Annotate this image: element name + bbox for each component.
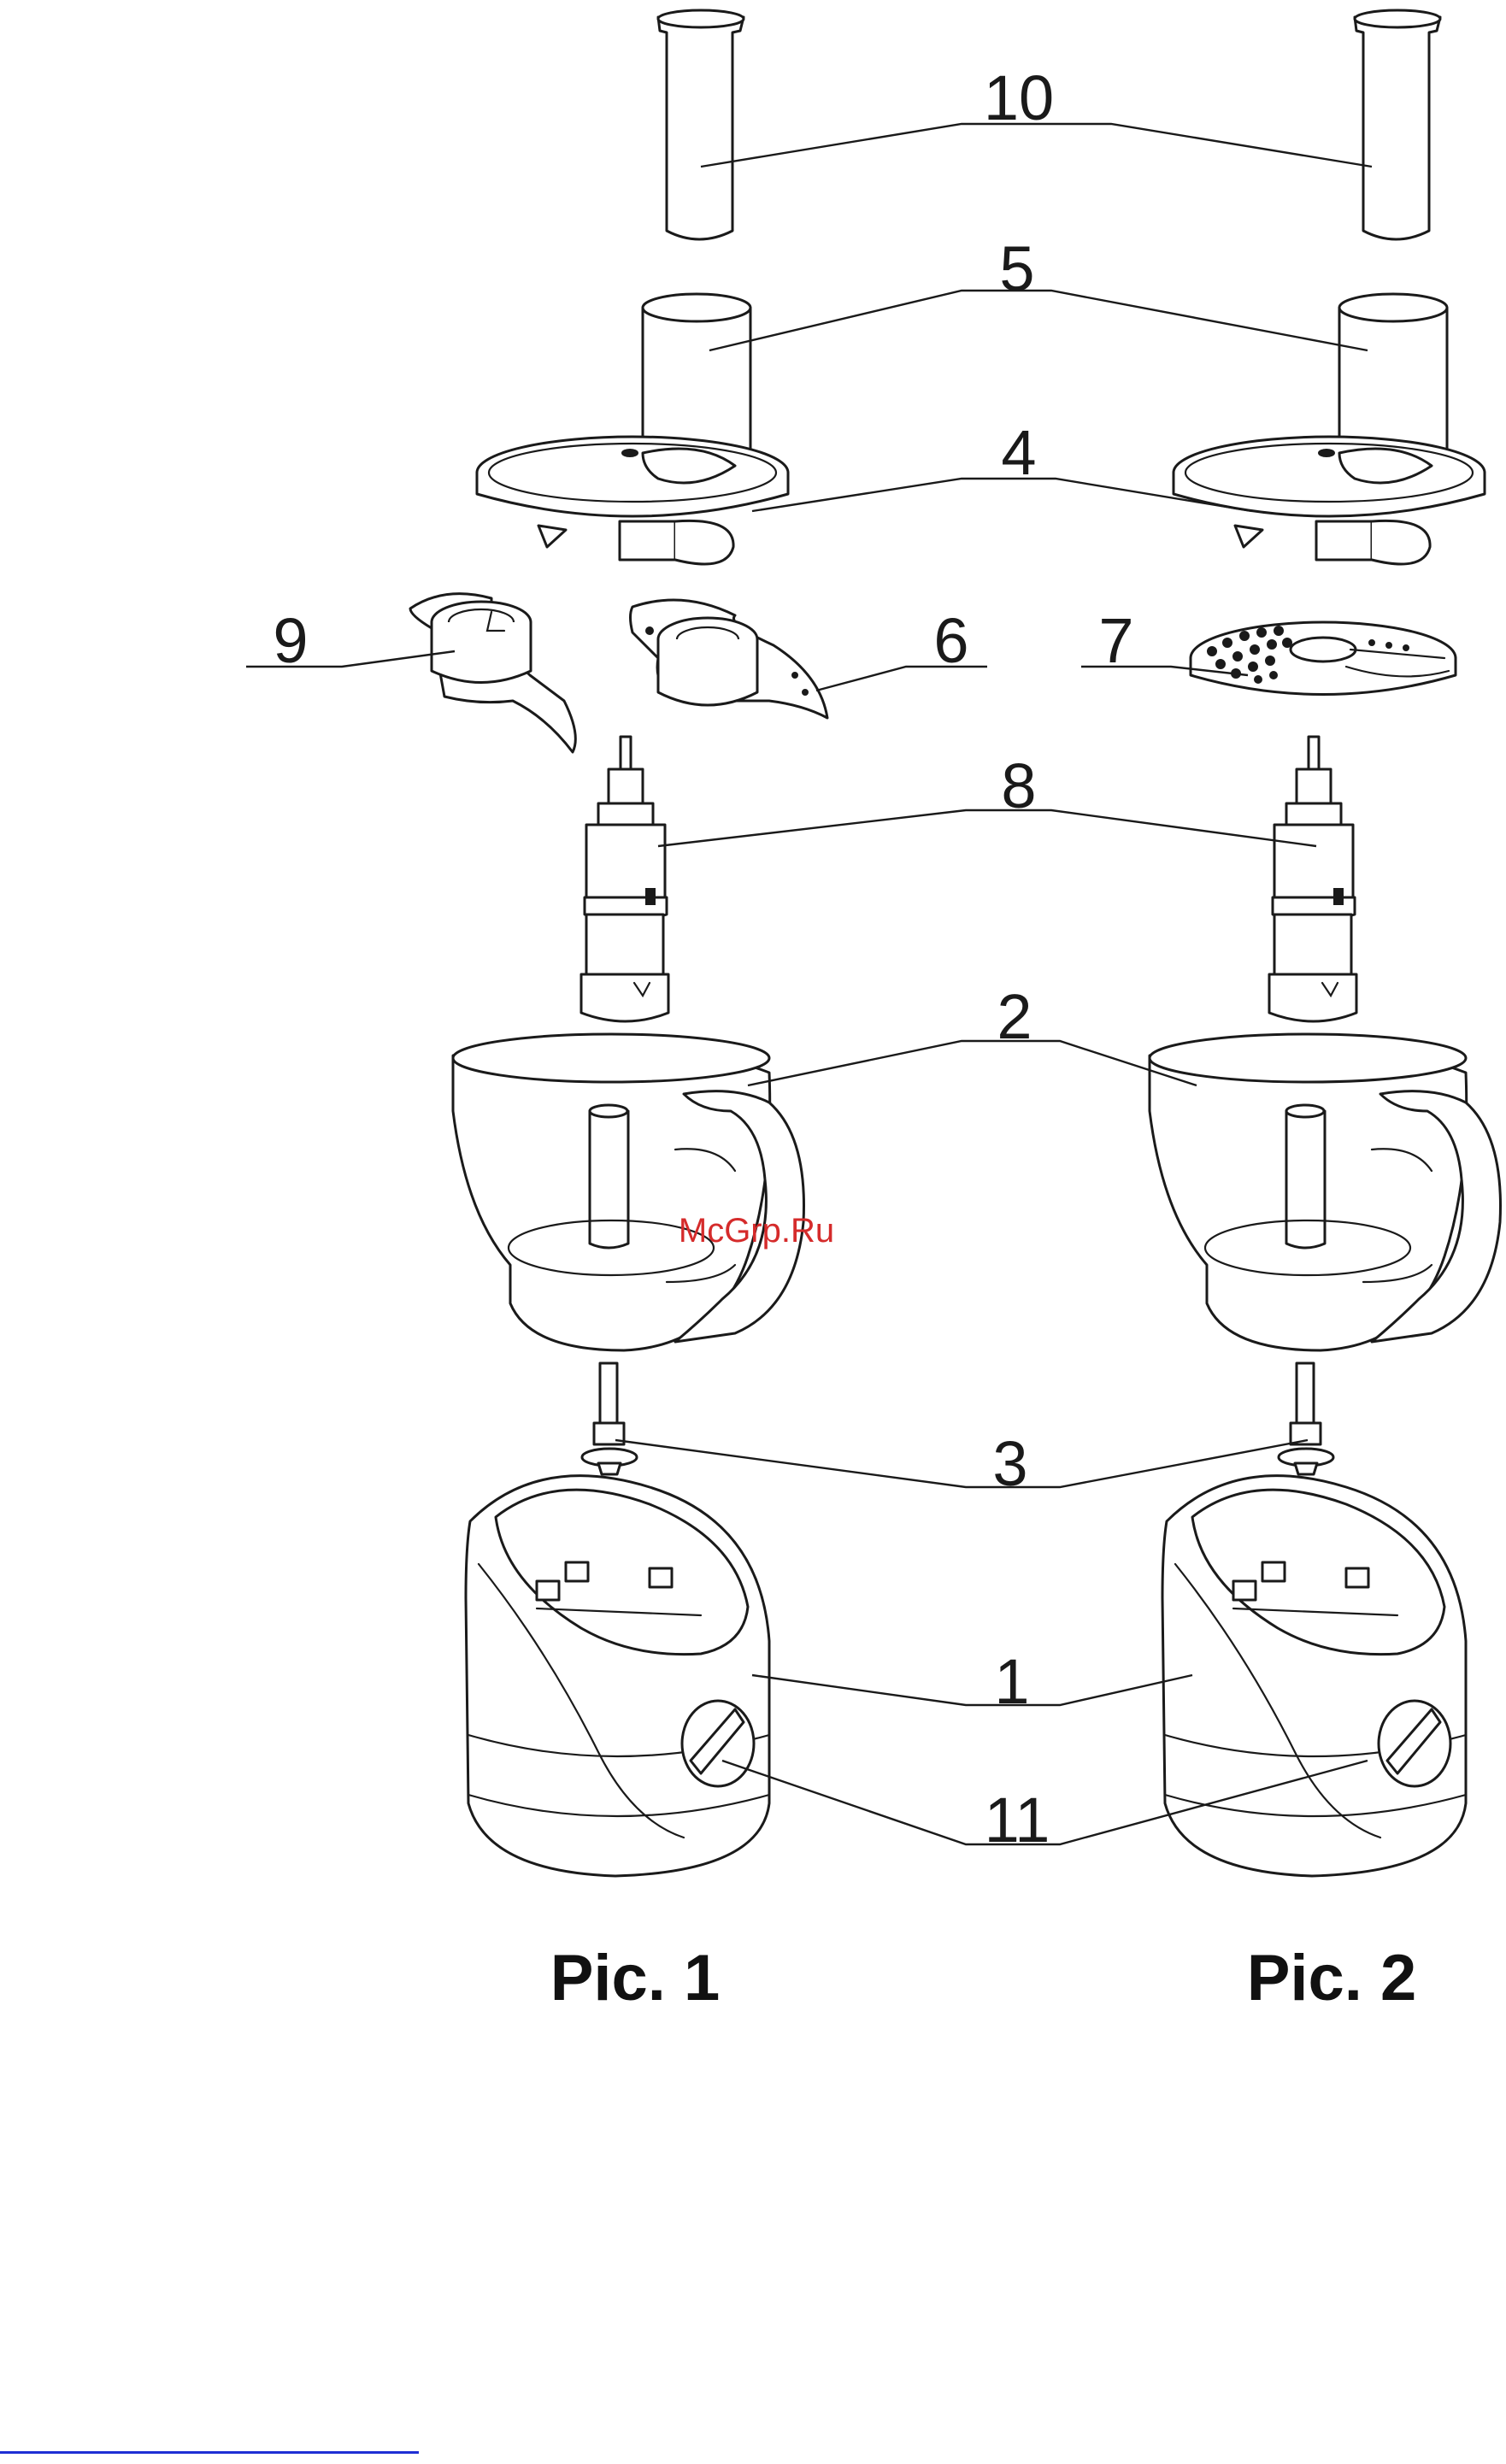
coupler-and-base-pic2 bbox=[1162, 1363, 1466, 1876]
motor-base-part-pic1 bbox=[466, 1476, 769, 1876]
label-shaft: 8 bbox=[1001, 750, 1036, 821]
pusher-part bbox=[658, 10, 744, 239]
bowl-part-pic1 bbox=[453, 1034, 804, 1350]
caption-pic1: Pic. 1 bbox=[550, 1942, 721, 2014]
label-bowl: 2 bbox=[997, 981, 1032, 1052]
label-feed-tube: 5 bbox=[999, 233, 1034, 304]
label-grating-disc: 7 bbox=[1098, 605, 1133, 676]
bowl-part-pic2 bbox=[1150, 1034, 1501, 1350]
assembly-stack-pic2 bbox=[1174, 10, 1485, 564]
label-coupler: 3 bbox=[992, 1428, 1027, 1499]
lower-stack-pic2 bbox=[1269, 737, 1356, 1021]
label-motor-base: 1 bbox=[994, 1646, 1029, 1717]
label-emulsifying-disc: 9 bbox=[273, 605, 308, 676]
chopping-blade-part bbox=[631, 600, 828, 718]
label-blade: 6 bbox=[933, 605, 968, 676]
lid-part bbox=[477, 437, 788, 564]
shaft-part-pic1 bbox=[581, 737, 668, 1021]
label-lid: 4 bbox=[1001, 417, 1036, 488]
assembly-stack-pic1 bbox=[477, 10, 788, 564]
coupler-part-pic1 bbox=[582, 1363, 637, 1474]
label-speed-knob: 11 bbox=[985, 1785, 1050, 1855]
emulsifying-disc-part bbox=[410, 594, 575, 752]
footer-divider-line bbox=[0, 2451, 419, 2454]
grating-disc-part bbox=[1191, 622, 1456, 695]
watermark-text: McGrp.Ru bbox=[679, 1212, 834, 1250]
label-pusher: 10 bbox=[984, 62, 1054, 133]
caption-pic2: Pic. 2 bbox=[1247, 1942, 1417, 2014]
